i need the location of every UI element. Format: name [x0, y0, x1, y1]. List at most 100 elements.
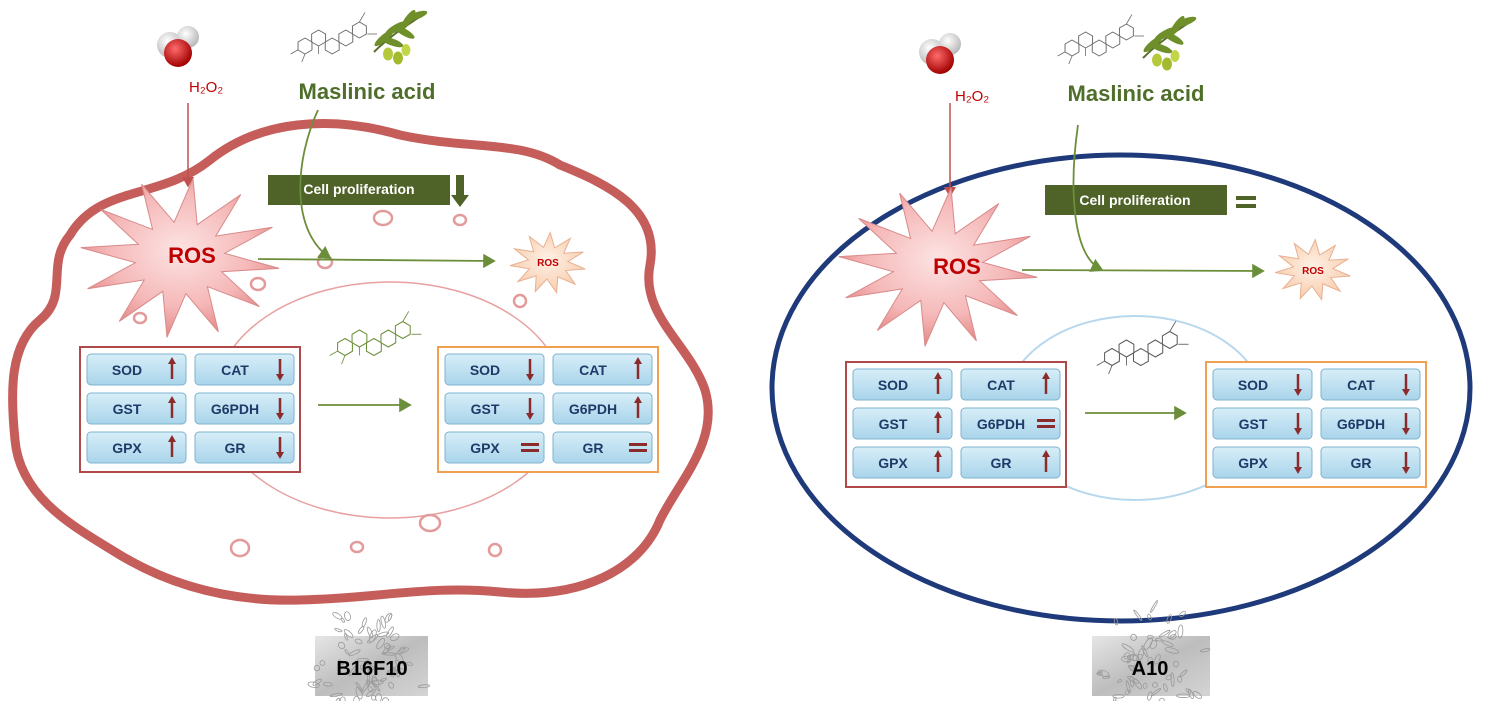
- enzyme-name: G6PDH: [569, 401, 617, 417]
- enzyme-panel: SOD CAT GST G6PDH GPX GR: [437, 346, 659, 473]
- enzyme-box-sod: SOD: [86, 353, 187, 386]
- down-arrow-icon: [1294, 452, 1302, 474]
- ros-burst-large: [80, 178, 280, 338]
- enzyme-name: GPX: [1238, 455, 1268, 471]
- enzyme-panel: SOD CAT GST G6PDH GPX GR: [79, 346, 301, 473]
- enzyme-box-gpx: GPX: [852, 446, 953, 479]
- maslinic-acid-effect-arrow: [299, 109, 332, 260]
- up-arrow-icon: [934, 450, 942, 472]
- enzyme-name: GR: [225, 440, 246, 456]
- up-arrow-icon: [168, 357, 176, 379]
- up-arrow-icon: [1042, 450, 1050, 472]
- ros-burst-small: [509, 231, 586, 295]
- enzyme-name: G6PDH: [977, 416, 1025, 432]
- ros-large-label: ROS: [933, 254, 981, 279]
- maslinic-acid-label: Maslinic acid: [1068, 81, 1205, 106]
- up-arrow-icon: [934, 372, 942, 394]
- equal-icon: [521, 443, 539, 452]
- enzyme-box-gpx: GPX: [444, 431, 545, 464]
- enzyme-box-gst: GST: [1212, 407, 1313, 440]
- down-arrow-icon: [526, 359, 534, 381]
- enzyme-box-cat: CAT: [1320, 368, 1421, 401]
- enzyme-box-gr: GR: [194, 431, 295, 464]
- ros-small-label: ROS: [537, 258, 559, 269]
- vesicles: [132, 209, 528, 558]
- up-arrow-icon: [168, 435, 176, 457]
- enzyme-box-g6pdh: G6PDH: [552, 392, 653, 425]
- enzyme-name: GPX: [878, 455, 908, 471]
- down-arrow-icon: [1402, 374, 1410, 396]
- up-arrow-icon: [1042, 372, 1050, 394]
- a10-cell-membrane: [769, 152, 1473, 624]
- enzyme-name: G6PDH: [1337, 416, 1385, 432]
- equal-icon: [1236, 196, 1256, 208]
- enzyme-box-gst: GST: [852, 407, 953, 440]
- down-arrow-icon: [1294, 374, 1302, 396]
- maslinic-acid-label: Maslinic acid: [299, 79, 436, 104]
- enzyme-box-gr: GR: [960, 446, 1061, 479]
- cell-proliferation-label: Cell proliferation: [303, 181, 414, 197]
- down-arrow-icon: [1294, 413, 1302, 435]
- enzyme-name: GST: [471, 401, 500, 417]
- enzyme-box-cat: CAT: [960, 368, 1061, 401]
- down-arrow-icon: [1402, 413, 1410, 435]
- ros-reduction-arrow: [257, 253, 496, 269]
- enzyme-name: G6PDH: [211, 401, 259, 417]
- maslinic-acid-effect-arrow: [1072, 124, 1104, 272]
- maslinic-acid-structure-icon: [329, 311, 422, 365]
- equal-icon: [1037, 419, 1055, 428]
- water-molecule-icon: [919, 33, 961, 74]
- cell-culture-micrograph: [307, 611, 430, 701]
- down-arrow-icon: [526, 398, 534, 420]
- enzyme-name: SOD: [470, 362, 500, 378]
- enzyme-name: GPX: [470, 440, 500, 456]
- enzyme-box-gst: GST: [444, 392, 545, 425]
- enzyme-box-cat: CAT: [552, 353, 653, 386]
- enzyme-box-g6pdh: G6PDH: [960, 407, 1061, 440]
- maslinic-acid-structure-icon: [1057, 14, 1145, 65]
- enzyme-name: GST: [1239, 416, 1268, 432]
- enzyme-box-sod: SOD: [852, 368, 953, 401]
- water-molecule-icon: [157, 26, 199, 67]
- enzyme-name: GST: [879, 416, 908, 432]
- enzyme-name: SOD: [112, 362, 142, 378]
- up-arrow-icon: [934, 411, 942, 433]
- maslinic-acid-structure-icon: [290, 12, 378, 63]
- ros-small-label: ROS: [1302, 266, 1324, 277]
- enzyme-name: CAT: [987, 377, 1015, 393]
- enzyme-name: SOD: [878, 377, 908, 393]
- enzyme-box-cat: CAT: [194, 353, 295, 386]
- enzyme-panel: SOD CAT GST G6PDH GPX GR: [845, 361, 1067, 488]
- enzyme-name: CAT: [1347, 377, 1375, 393]
- cell-line-label: A10: [1132, 658, 1169, 680]
- down-arrow-icon: [451, 175, 469, 207]
- up-arrow-icon: [168, 396, 176, 418]
- enzyme-name: CAT: [579, 362, 607, 378]
- cell-culture-micrograph: [1092, 600, 1211, 701]
- enzyme-box-g6pdh: G6PDH: [1320, 407, 1421, 440]
- ros-large-label: ROS: [168, 243, 216, 268]
- cell-proliferation-box: [268, 175, 450, 205]
- enzyme-name: GR: [1351, 455, 1372, 471]
- enzyme-box-gr: GR: [552, 431, 653, 464]
- enzyme-box-sod: SOD: [1212, 368, 1313, 401]
- cell-line-label: B16F10: [336, 658, 407, 680]
- enzyme-name: GR: [583, 440, 604, 456]
- down-arrow-icon: [1402, 452, 1410, 474]
- ros-reduction-arrow: [1021, 263, 1265, 279]
- enzyme-panel: SOD CAT GST G6PDH GPX GR: [1205, 361, 1427, 488]
- equal-icon: [629, 443, 647, 452]
- down-arrow-icon: [276, 437, 284, 459]
- enzyme-name: GR: [991, 455, 1012, 471]
- maslinic-acid-structure-icon: [1096, 321, 1189, 375]
- h2o2-label: H₂O₂: [189, 79, 223, 96]
- enzyme-name: GST: [113, 401, 142, 417]
- h2o2-label: H₂O₂: [955, 88, 989, 105]
- enzyme-box-g6pdh: G6PDH: [194, 392, 295, 425]
- olive-branch-icon: [373, 9, 428, 65]
- enzyme-box-gpx: GPX: [1212, 446, 1313, 479]
- up-arrow-icon: [634, 357, 642, 379]
- melanoma-cell-membrane: [8, 119, 713, 605]
- enzyme-name: GPX: [112, 440, 142, 456]
